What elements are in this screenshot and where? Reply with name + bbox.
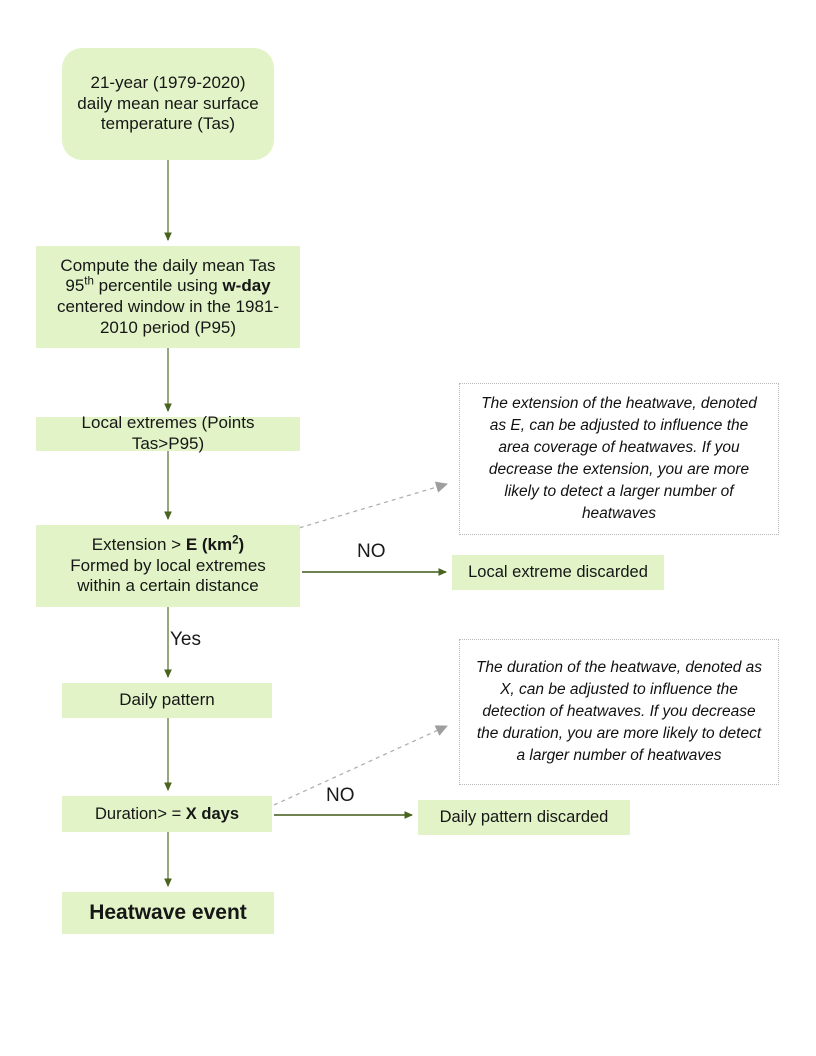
- heatwave-event-label: Heatwave event: [89, 901, 247, 925]
- annotation-duration-note: The duration of the heatwave, denoted as…: [459, 639, 779, 785]
- compute-line-4: 2010 period (P95): [99, 317, 237, 337]
- compute-percentile-ordinal: th: [84, 275, 94, 288]
- node-daily-pattern[interactable]: Daily pattern: [62, 683, 272, 718]
- duration-threshold-emphasis: X days: [185, 804, 239, 823]
- extension-threshold-close: ): [238, 534, 245, 554]
- daily-pattern-label: Daily pattern: [119, 690, 215, 710]
- compute-line-2-mid: percentile using: [93, 276, 223, 296]
- daily-pattern-discarded-label: Daily pattern discarded: [439, 808, 609, 827]
- annotation-extension-note: The extension of the heatwave, denoted a…: [459, 383, 779, 535]
- node-source-temperature[interactable]: 21-year (1979-2020) daily mean near surf…: [62, 48, 274, 160]
- local-extremes-label: Local extremes (Points Tas>P95): [81, 413, 255, 453]
- node-extension-decision[interactable]: Extension > E (km2) Formed by local extr…: [36, 525, 300, 607]
- annotation-extension-text: The extension of the heatwave, denoted a…: [481, 395, 757, 522]
- extension-line-2: Formed by local extremes: [70, 555, 266, 575]
- local-extreme-discarded-label: Local extreme discarded: [468, 563, 648, 582]
- compute-percentile-value: 95: [65, 276, 85, 296]
- extension-threshold-emphasis: E (km: [185, 534, 233, 554]
- callout-extension-annotation: [291, 481, 448, 531]
- node-heatwave-event[interactable]: Heatwave event: [62, 892, 274, 934]
- edge-label-no-duration: NO: [326, 785, 355, 806]
- compute-line-1: Compute the daily mean Tas: [60, 255, 276, 275]
- source-line-2: daily mean near surface: [77, 93, 259, 113]
- extension-line-1-prefix: Extension >: [91, 534, 186, 554]
- source-line-3: temperature (Tas): [100, 114, 236, 134]
- compute-line-3: centered window in the 1981-: [56, 297, 280, 316]
- extension-line-3: within a certain distance: [77, 576, 259, 596]
- extension-unit-exponent: 2: [232, 534, 239, 547]
- node-daily-pattern-discarded[interactable]: Daily pattern discarded: [418, 800, 630, 835]
- node-local-extremes[interactable]: Local extremes (Points Tas>P95): [36, 413, 300, 453]
- node-local-extreme-discarded[interactable]: Local extreme discarded: [452, 555, 664, 590]
- annotation-duration-text: The duration of the heatwave, denoted as…: [475, 659, 763, 764]
- callout-duration-annotation: [273, 725, 448, 806]
- duration-label-prefix: Duration> =: [94, 804, 186, 823]
- node-compute-percentile[interactable]: Compute the daily mean Tas 95th percenti…: [36, 246, 300, 348]
- edge-label-no-extension: NO: [357, 541, 386, 562]
- source-line-1: 21-year (1979-2020): [90, 72, 246, 92]
- edge-label-yes-extension: Yes: [170, 629, 201, 650]
- compute-window-emphasis: w-day: [222, 276, 271, 296]
- node-duration-decision[interactable]: Duration> = X days: [62, 796, 272, 832]
